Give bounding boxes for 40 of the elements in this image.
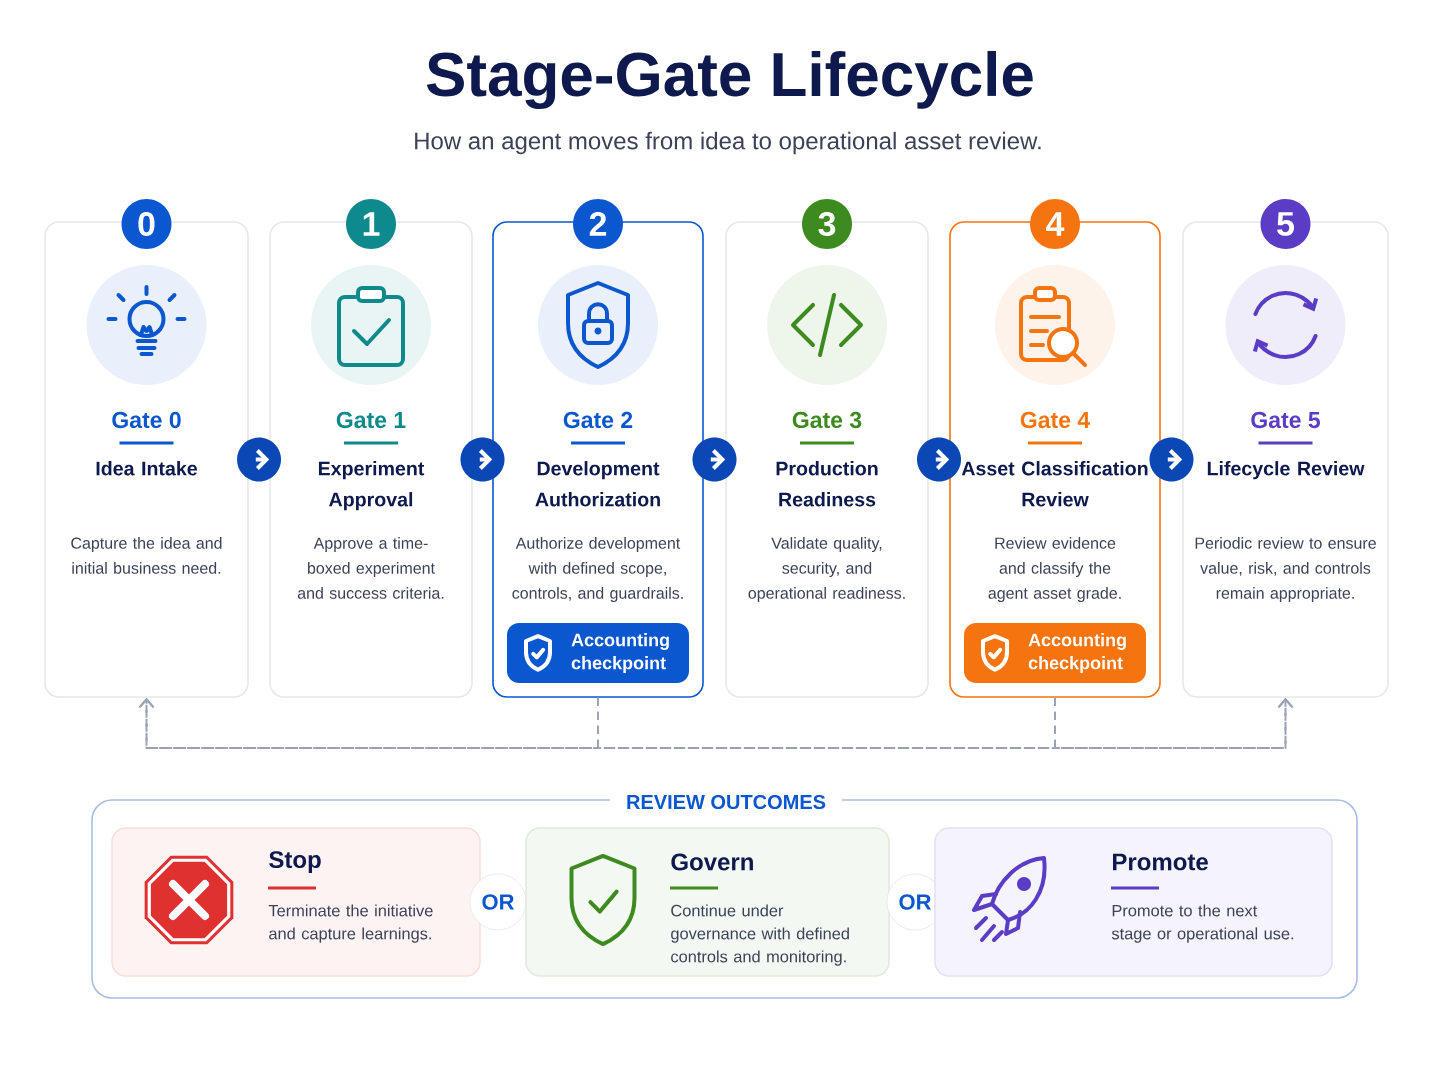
chevron-arrow <box>237 437 281 482</box>
gate-label: Gate 1 <box>336 411 406 429</box>
gate-label: Gate 0 <box>112 411 181 429</box>
gate-description: Periodic review to ensure value, risk, and controls remain appropriate. <box>1195 537 1376 602</box>
outcome-description: Promote to the next stage or operational use. <box>1111 904 1294 943</box>
number-badge: 5 <box>1260 199 1311 249</box>
title: Stage-Gate Lifecycle <box>426 50 1033 110</box>
number-badge: 2 <box>573 199 623 249</box>
gate-heading: Lifecycle Review <box>1207 461 1365 480</box>
gate-heading: Development Authorization <box>535 461 660 507</box>
chevron-arrow <box>460 437 505 482</box>
gate-description: Review evidence and classify the agent asset grade. <box>988 537 1121 602</box>
chevron-arrow <box>692 437 737 482</box>
number-badge: 3 <box>802 199 852 249</box>
chevron-arrow <box>1149 437 1194 482</box>
gate-description: Validate quality, security, and operational readiness. <box>748 537 905 602</box>
subtitle: How an agent moves from idea to operational asset review. <box>415 131 1041 155</box>
outcome-description: Terminate the initiative and capture learnings. <box>268 904 433 943</box>
gate-label: Gate 5 <box>1251 411 1320 429</box>
number-badge: 1 <box>346 199 396 249</box>
gate-label: Gate 2 <box>563 411 633 429</box>
outcome-heading: Govern <box>671 853 753 871</box>
gate-heading: Production Readiness <box>776 461 878 507</box>
outcome-heading: Promote <box>1113 853 1208 871</box>
gate-description: Capture the idea and initial business need. <box>71 537 222 574</box>
gate-heading: Experiment Approval <box>318 461 425 511</box>
number-badge: 4 <box>1030 199 1080 249</box>
gate-description: Approve a time-boxed experiment and success criteria. <box>297 537 444 599</box>
chevron-arrow <box>917 437 961 482</box>
outcome-description: Continue under governance with defined controls and monitoring. <box>671 904 849 966</box>
gate-heading: Asset Classification Review <box>961 461 1148 507</box>
checkpoint-button: Accounting checkpoint <box>507 623 689 683</box>
checkpoint-button: Accounting checkpoint <box>964 623 1146 683</box>
gate-label: Gate 3 <box>792 411 862 429</box>
outcome-heading: Stop <box>269 851 321 873</box>
dashed-arrow <box>1054 696 1294 749</box>
gate-description: Authorize development with defined scope, controls, and guardrails. <box>512 537 683 602</box>
number-badge: 0 <box>121 199 172 249</box>
gate-heading: Idea Intake <box>96 461 197 476</box>
gate-label: Gate 4 <box>1020 411 1090 429</box>
